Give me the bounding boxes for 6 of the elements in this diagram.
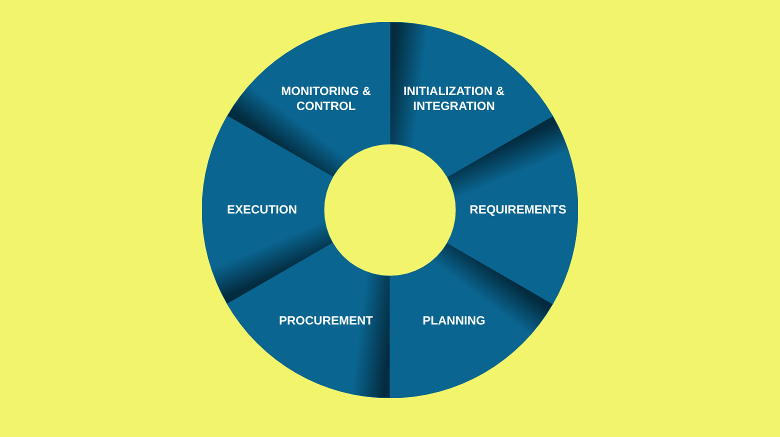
segment-label: REQUIREMENTS — [468, 202, 568, 218]
segment-label: INITIALIZATION & INTEGRATION — [402, 84, 506, 114]
segment-label: PROCUREMENT — [278, 313, 374, 328]
segment-label: PLANNING — [422, 313, 486, 328]
segment-label: EXECUTION — [226, 202, 298, 218]
segment-label: MONITORING & CONTROL — [280, 84, 372, 114]
